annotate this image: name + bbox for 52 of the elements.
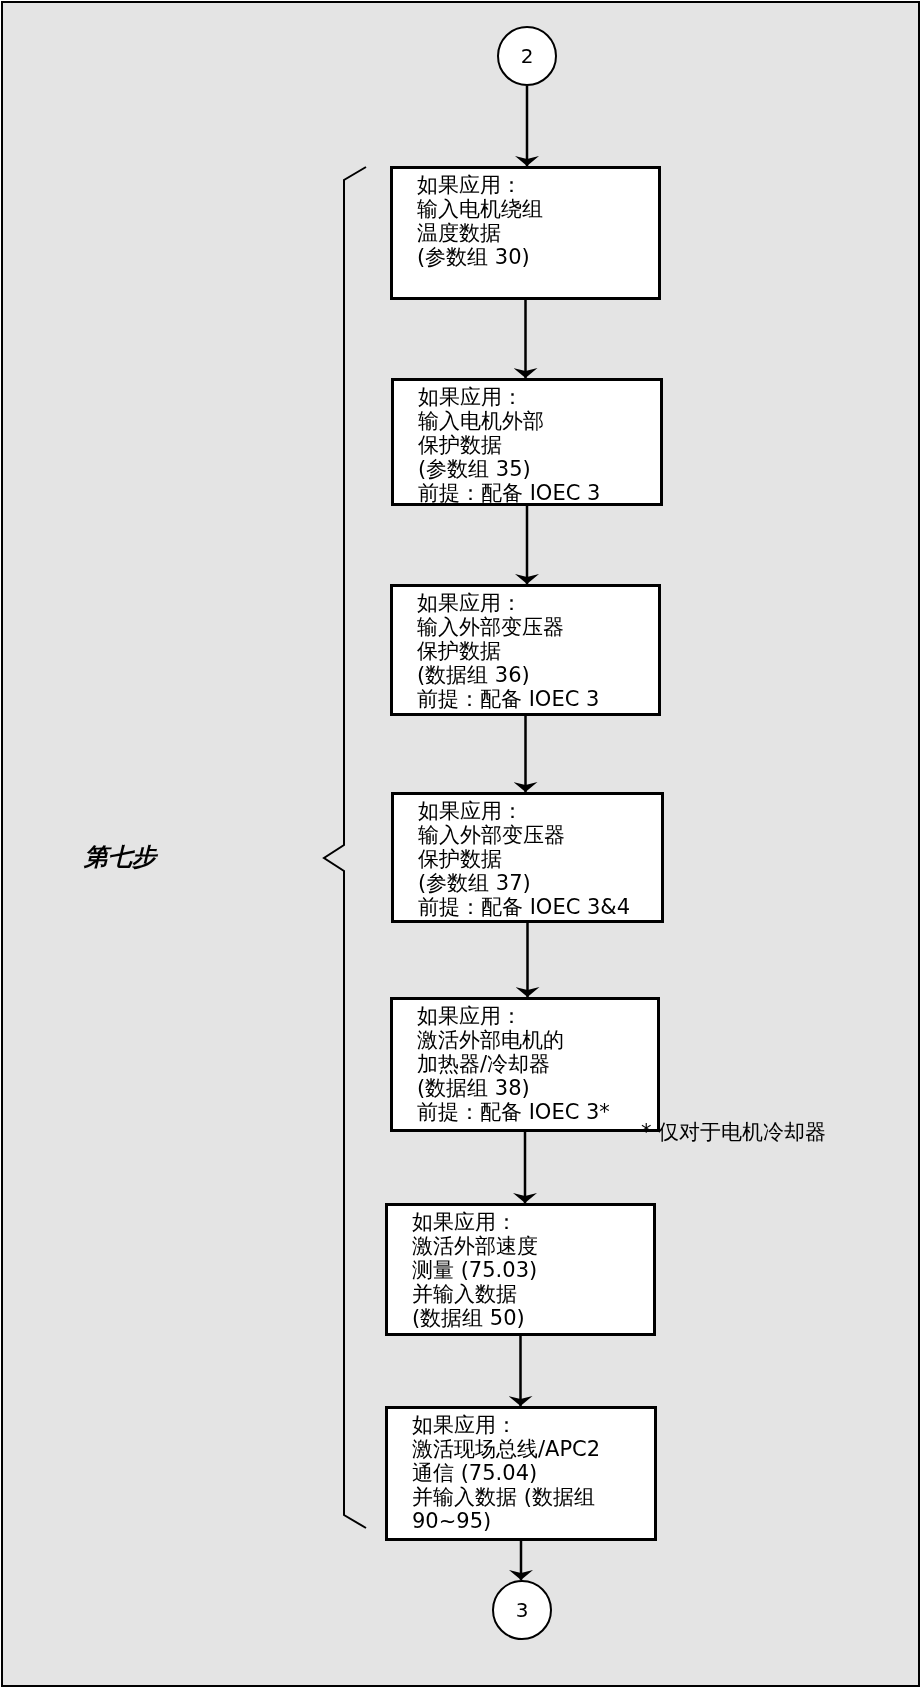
arrow (513, 716, 538, 792)
arrow (515, 86, 539, 166)
step-text: 前提：配备 IOEC 3 (417, 687, 601, 711)
process-box (390, 166, 661, 300)
step-text: 如果应用： (418, 799, 524, 823)
process-box (390, 584, 661, 716)
step-text: (参数组 37) (418, 871, 532, 895)
step-text: 90~95) (412, 1509, 493, 1533)
step-text: 并输入数据 (数据组 (412, 1485, 596, 1509)
step-text: 前提：配备 IOEC 3* (417, 1100, 611, 1124)
step-text: 如果应用： (417, 1004, 523, 1028)
step-text: 如果应用： (418, 385, 524, 409)
process-box (385, 1406, 657, 1541)
step-text: 测量 (75.03) (412, 1258, 539, 1282)
process-box (391, 792, 664, 923)
step-text: 温度数据 (417, 221, 502, 245)
step-text: 激活现场总线/APC2 (412, 1437, 602, 1461)
process-box (390, 997, 660, 1132)
step-text: 保护数据 (418, 847, 503, 871)
arrow (509, 1541, 533, 1580)
connector-number: 3 (515, 1598, 529, 1622)
step-text: 保护数据 (417, 639, 502, 663)
arrow (508, 1336, 533, 1406)
step-text: 如果应用： (417, 591, 523, 615)
step-text: 加热器/冷却器 (417, 1052, 552, 1076)
arrow (515, 923, 540, 997)
step-text: 激活外部电机的 (417, 1028, 565, 1052)
step-label: 第七步 (84, 843, 156, 872)
arrow (513, 300, 538, 378)
step-text: 输入电机绕组 (417, 197, 544, 221)
step-text: 通信 (75.04) (412, 1461, 539, 1485)
step-text: (参数组 30) (417, 245, 531, 269)
step-text: 保护数据 (418, 433, 503, 457)
step-text: 如果应用： (412, 1413, 517, 1437)
step-text: 输入外部变压器 (418, 823, 566, 847)
step-text: 前提：配备 IOEC 3 (418, 481, 602, 505)
arrow (513, 1132, 537, 1203)
step-text: (数据组 36) (417, 663, 531, 687)
process-box (391, 378, 663, 506)
connector-number: 2 (520, 44, 534, 68)
step-text: 输入电机外部 (418, 409, 545, 433)
step-text: 前提：配备 IOEC 3&4 (418, 895, 632, 919)
step-text: 并输入数据 (412, 1282, 518, 1306)
step-text: (数据组 38) (417, 1076, 531, 1100)
process-box (385, 1203, 656, 1336)
step-text: 激活外部速度 (412, 1234, 539, 1258)
step-text: (参数组 35) (418, 457, 532, 481)
arrow (515, 506, 539, 584)
step-text: (数据组 50) (412, 1306, 526, 1330)
step-text: 如果应用： (417, 173, 523, 197)
step-text: 如果应用： (412, 1210, 518, 1234)
step-text: 输入外部变压器 (417, 615, 565, 639)
